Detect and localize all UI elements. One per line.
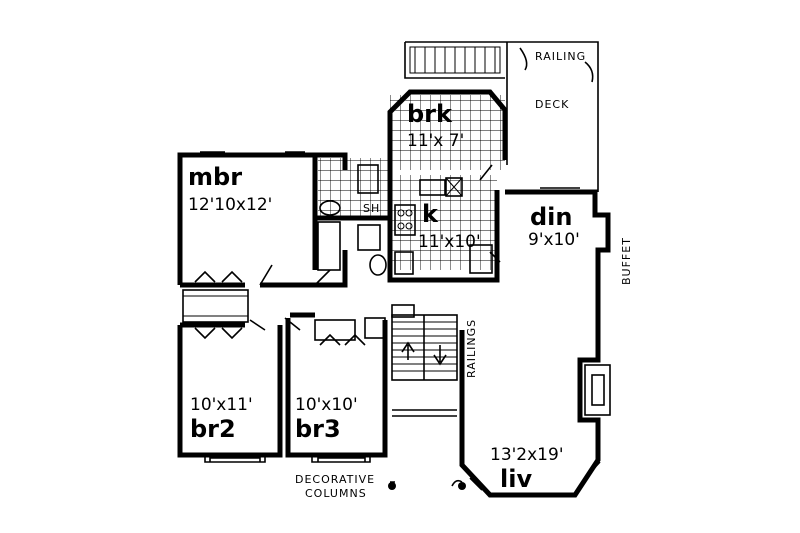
mbr-dims: 12'10x12' xyxy=(188,195,272,215)
k-name: k xyxy=(422,200,439,228)
deck-label: DECK xyxy=(535,98,569,111)
columns-label: COLUMNS xyxy=(305,487,367,500)
br2-wall xyxy=(177,325,283,458)
kitchen xyxy=(387,170,500,283)
stairs xyxy=(391,304,458,417)
brk-wall xyxy=(387,89,508,170)
br2-dims: 10'x11' xyxy=(190,395,253,415)
deck xyxy=(404,41,599,192)
br3-wall xyxy=(285,318,388,458)
decorative-column-dot xyxy=(388,482,396,490)
fireplace xyxy=(584,364,611,416)
din-name: din xyxy=(530,203,573,231)
k-dims: 11'x10' xyxy=(418,232,481,252)
hall-wall xyxy=(180,270,348,328)
br3-name: br3 xyxy=(295,415,341,443)
mbr-name: mbr xyxy=(188,163,242,191)
br2-name: br2 xyxy=(190,415,236,443)
brk-tile-floor xyxy=(390,95,505,170)
hall-closets xyxy=(182,270,249,340)
liv-name: liv xyxy=(500,465,532,493)
railings-label: RAILINGS xyxy=(465,319,478,378)
bathroom xyxy=(312,152,390,285)
liv-dims: 13'2x19' xyxy=(490,445,564,465)
mbr-wall xyxy=(177,152,318,285)
brk-name: brk xyxy=(407,100,453,128)
decorative-column-dot xyxy=(458,482,466,490)
br3-dims: 10'x10' xyxy=(295,395,358,415)
living-dining-wall xyxy=(459,189,611,498)
buffet-label: BUFFET xyxy=(620,237,633,285)
door-swing xyxy=(249,164,501,346)
railing-label: RAILING xyxy=(535,50,586,63)
din-dims: 9'x10' xyxy=(528,230,580,250)
sh-label: SH xyxy=(363,202,380,215)
brk-dims: 11'x 7' xyxy=(407,131,464,151)
decorative-label: DECORATIVE xyxy=(295,473,375,486)
